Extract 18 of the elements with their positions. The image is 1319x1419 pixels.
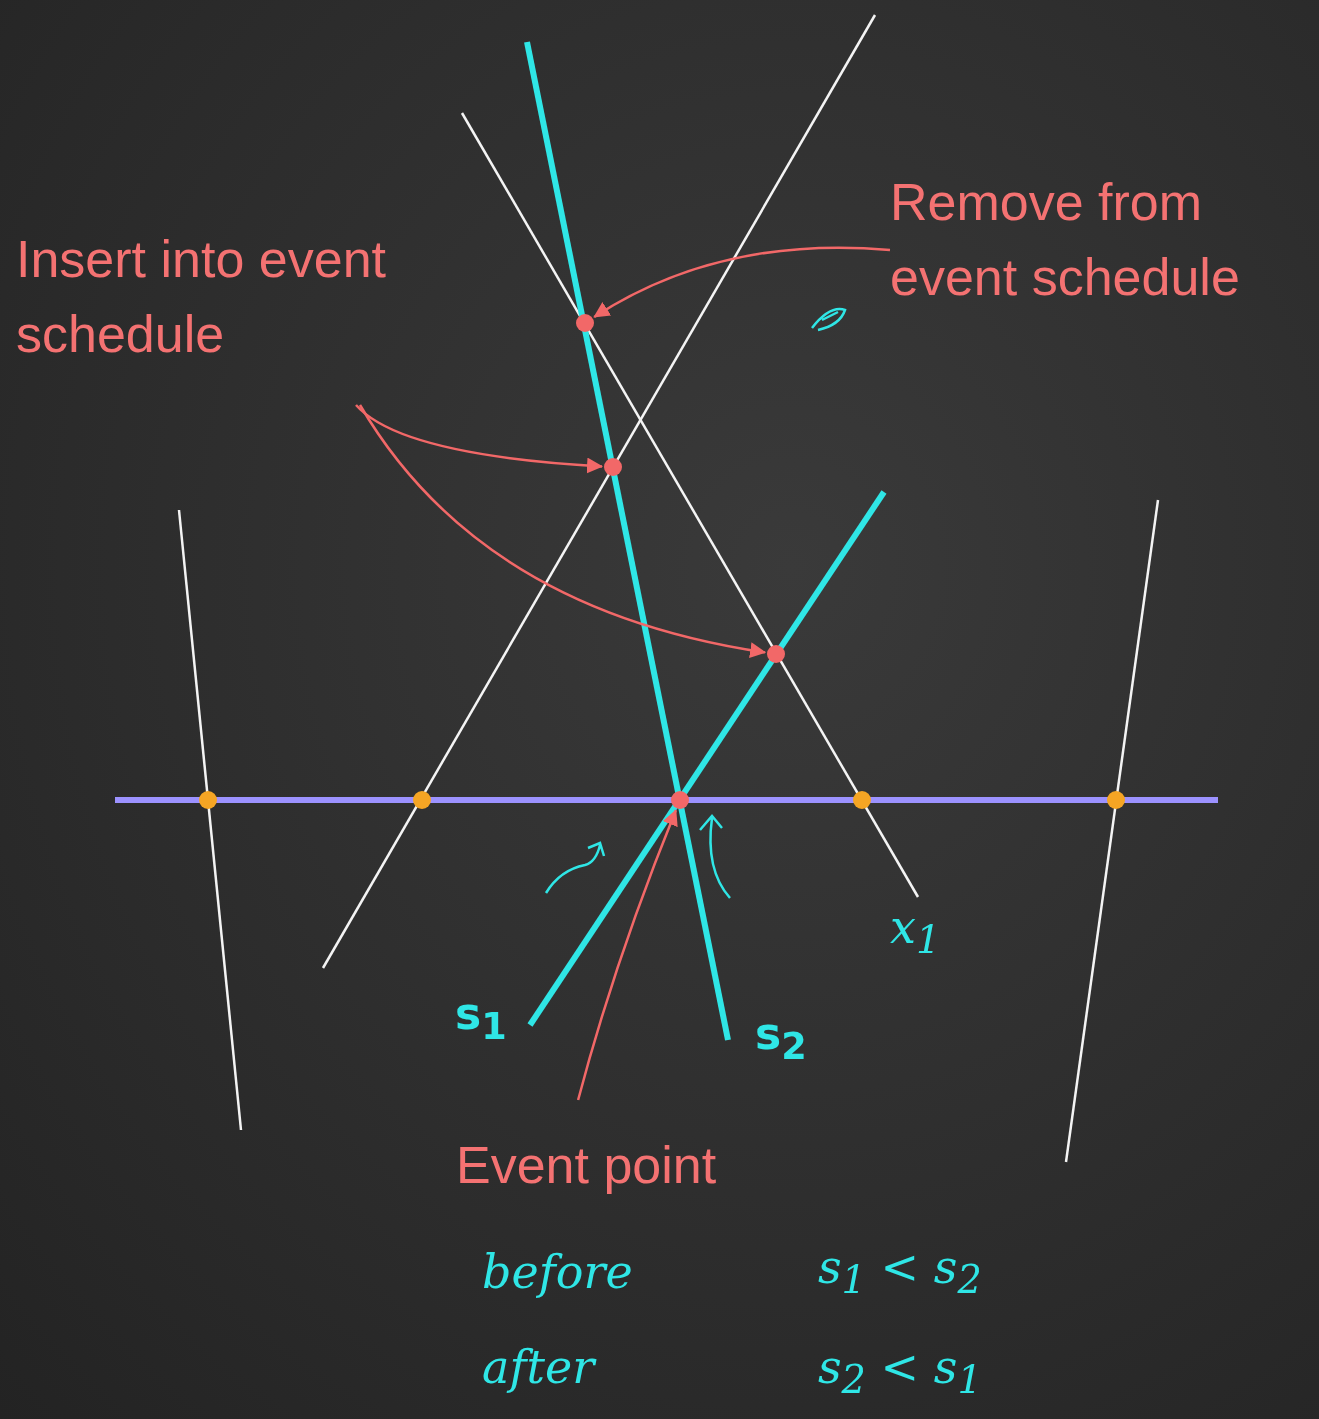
- segment-label: s$_{1}$: [455, 988, 507, 1048]
- handwritten-note: s$_{1}$ < s$_{2}$: [818, 1240, 982, 1303]
- pointer-arrow: [355, 404, 603, 474]
- annotation-text: Event point: [456, 1135, 718, 1196]
- annotation-text: Insert into event schedule: [16, 229, 387, 366]
- handwritten-note: s$_{2}$ < s$_{1}$: [818, 1340, 982, 1403]
- event-point-dot: [576, 314, 594, 332]
- pointer-arrow: [593, 246, 891, 319]
- annotation-text: Remove from event schedule: [890, 172, 1241, 309]
- handwritten-note: before: [482, 1245, 633, 1299]
- event-point-dot: [671, 791, 689, 809]
- event-point-dot: [767, 645, 785, 663]
- handwritten-note: after: [482, 1340, 595, 1394]
- pointer-arrow: [358, 404, 767, 658]
- pointer-arrow: [576, 809, 678, 1101]
- segment-label: s$_{2}$: [755, 1008, 807, 1068]
- event-point-dot: [604, 458, 622, 476]
- handwritten-note: x$_{1}$: [890, 900, 941, 963]
